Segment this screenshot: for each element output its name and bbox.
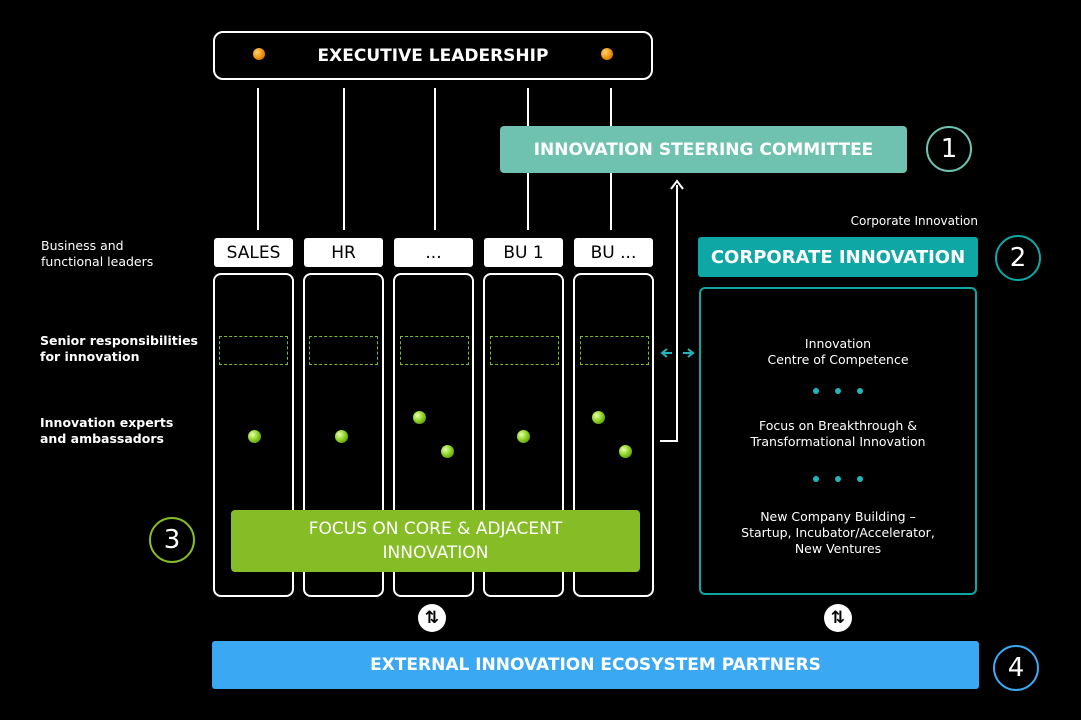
- teal-separator-dot-icon: [835, 476, 841, 482]
- senior-responsibility-placeholder: [490, 336, 559, 365]
- executive-leadership-title: EXECUTIVE LEADERSHIP: [317, 45, 549, 66]
- column-tab-ellipsis: ...: [394, 238, 473, 267]
- centre-of-competence-text: Innovation Centre of Competence: [767, 336, 909, 367]
- teal-separator-dot-icon: [835, 388, 841, 394]
- up-arrow-head-icon: [670, 179, 684, 190]
- column-sales: [213, 273, 294, 597]
- innovation-expert-dot-icon: [413, 411, 426, 424]
- steering-committee-title: INNOVATION STEERING COMMITTEE: [533, 139, 874, 160]
- column-ellipsis: [393, 273, 474, 597]
- core-to-steering-connector: [660, 185, 678, 442]
- innovation-experts-label: Innovation experts and ambassadors: [40, 415, 174, 446]
- column-hr: [303, 273, 384, 597]
- column-tab-bu1: BU 1: [484, 238, 563, 267]
- senior-responsibility-placeholder: [219, 336, 288, 365]
- number-badge-4: 4: [993, 645, 1039, 691]
- core-adjacent-innovation-box: FOCUS ON CORE & ADJACENT INNOVATION: [231, 510, 640, 572]
- innovation-steering-committee-box: INNOVATION STEERING COMMITTEE: [500, 126, 907, 173]
- column-tab-hr: HR: [304, 238, 383, 267]
- corporate-innovation-panel: [699, 287, 977, 595]
- number-badge-1: 1: [926, 126, 972, 172]
- teal-separator-dot-icon: [857, 388, 863, 394]
- column-bu1: [483, 273, 564, 597]
- teal-separator-dot-icon: [857, 476, 863, 482]
- corporate-innovation-header: CORPORATE INNOVATION: [698, 237, 978, 277]
- business-leaders-label: Business and functional leaders: [41, 238, 154, 269]
- teal-separator-dot-icon: [813, 476, 819, 482]
- executive-orange-dot-icon: [253, 48, 265, 60]
- swap-vertical-icon: ⇅: [418, 604, 446, 632]
- innovation-expert-dot-icon: [592, 411, 605, 424]
- number-badge-2: 2: [995, 235, 1041, 281]
- innovation-expert-dot-icon: [335, 430, 348, 443]
- senior-responsibility-placeholder: [309, 336, 378, 365]
- new-company-building-text: New Company Building – Startup, Incubato…: [741, 509, 935, 556]
- senior-responsibility-placeholder: [400, 336, 469, 365]
- innovation-expert-dot-icon: [517, 430, 530, 443]
- executive-orange-dot-icon: [601, 48, 613, 60]
- teal-separator-dot-icon: [813, 388, 819, 394]
- bidirectional-arrow-icon: [660, 348, 695, 358]
- core-adjacent-title: FOCUS ON CORE & ADJACENT INNOVATION: [308, 519, 563, 563]
- column-tab-sales: SALES: [214, 238, 293, 267]
- innovation-expert-dot-icon: [248, 430, 261, 443]
- senior-responsibility-placeholder: [580, 336, 649, 365]
- corporate-innovation-title: CORPORATE INNOVATION: [710, 246, 966, 268]
- innovation-expert-dot-icon: [619, 445, 632, 458]
- external-partners-title: EXTERNAL INNOVATION ECOSYSTEM PARTNERS: [370, 655, 821, 675]
- external-ecosystem-partners-box: EXTERNAL INNOVATION ECOSYSTEM PARTNERS: [212, 641, 979, 689]
- innovation-expert-dot-icon: [441, 445, 454, 458]
- breakthrough-focus-text: Focus on Breakthrough & Transformational…: [750, 418, 926, 449]
- column-tab-bu-more: BU ...: [574, 238, 653, 267]
- corporate-innovation-caption: Corporate Innovation: [850, 214, 978, 228]
- executive-leadership-box: EXECUTIVE LEADERSHIP: [213, 31, 653, 80]
- column-bu-more: [573, 273, 654, 597]
- senior-responsibilities-label: Senior responsibilities for innovation: [40, 333, 198, 364]
- number-badge-3: 3: [149, 517, 195, 563]
- swap-vertical-icon: ⇅: [824, 604, 852, 632]
